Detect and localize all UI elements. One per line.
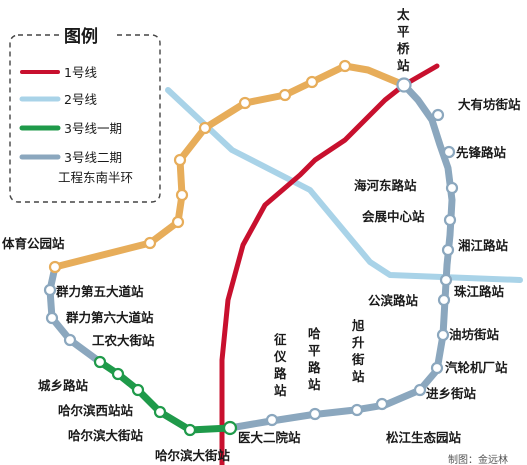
station-label-hepinglu: 哈平路站 — [308, 326, 321, 392]
station-dot[interactable] — [396, 77, 412, 93]
station-dot[interactable] — [375, 397, 389, 411]
station-dot[interactable] — [43, 283, 57, 297]
station-dot[interactable] — [143, 236, 157, 250]
station-dot[interactable] — [131, 383, 145, 397]
station-dot[interactable] — [445, 181, 459, 195]
station-dot[interactable] — [305, 75, 319, 89]
station-dot[interactable] — [48, 260, 62, 274]
station-dot[interactable] — [439, 273, 453, 287]
station-label-chengxianglu: 城乡路站 — [38, 378, 89, 393]
station-label-qunli6: 群力第六大道站 — [65, 310, 154, 325]
station-dot[interactable] — [153, 405, 167, 419]
station-label-youfangjie: 油坊街站 — [449, 327, 500, 342]
station-dot[interactable] — [173, 153, 187, 167]
station-label-xianfenglu: 先锋路站 — [456, 145, 507, 160]
station-dot[interactable] — [45, 311, 59, 325]
legend-line-2-label: 2号线 — [64, 92, 97, 107]
station-label-zhujianglu: 珠江路站 — [454, 284, 505, 299]
station-dot[interactable] — [93, 355, 107, 369]
station-dot[interactable] — [183, 423, 197, 437]
station-dot[interactable] — [443, 213, 457, 227]
legend-line-3-phase2-label: 3号线二期 — [64, 150, 122, 165]
station-dot[interactable] — [350, 403, 364, 417]
station-label-tiyugongyuan: 体育公园站 — [2, 236, 65, 251]
station-dot[interactable] — [278, 88, 292, 102]
station-dot[interactable] — [265, 413, 279, 427]
station-dot[interactable] — [413, 383, 427, 397]
station-markers — [43, 59, 459, 437]
station-dot[interactable] — [171, 215, 185, 229]
legend-line-1-label: 1号线 — [64, 65, 97, 80]
station-dot[interactable] — [431, 108, 445, 122]
station-label-huizhanzhongxin: 会展中心站 — [362, 209, 425, 224]
station-label-xushengjie: 旭升街站 — [351, 318, 365, 384]
line-3-phase2-track — [226, 81, 456, 432]
station-label-qilunjichang: 汽轮机厂站 — [445, 360, 508, 375]
station-dot[interactable] — [436, 328, 450, 342]
station-dot[interactable] — [430, 361, 444, 375]
station-dot[interactable] — [238, 96, 252, 110]
station-label-jinxiangjie: 进乡街站 — [426, 386, 477, 401]
station-label-taipingqiao: 太平桥站 — [397, 7, 410, 73]
station-dot[interactable] — [308, 407, 322, 421]
station-label-haerbinxizhan: 哈尔滨西站站 — [58, 403, 134, 418]
map-credit: 制图：金远林 — [448, 453, 508, 465]
line-1-track — [219, 63, 440, 465]
legend-title-bg — [60, 24, 116, 46]
station-dot[interactable] — [175, 188, 189, 202]
station-label-haerbindajie-south: 哈尔滨大街站 — [155, 448, 231, 463]
station-dot[interactable] — [338, 59, 352, 73]
station-dot[interactable] — [441, 243, 455, 257]
station-label-gongnongdajie: 工农大街站 — [92, 333, 155, 348]
station-dot[interactable] — [198, 121, 212, 135]
legend: 图例 1号线 2号线 3号线一期 3号线二期 工程东南半环 — [9, 24, 161, 203]
line-2-track — [165, 87, 523, 283]
station-label-yidaeryuan: 医大二院站 — [238, 430, 301, 445]
station-label-haerbindajie: 哈尔滨大街站 — [68, 428, 144, 443]
station-dot[interactable] — [63, 333, 77, 347]
station-label-xiangjianglu: 湘江路站 — [458, 238, 509, 253]
station-label-songjiangshengtaiyuan: 松江生态园站 — [386, 430, 462, 445]
station-dot[interactable] — [442, 145, 456, 159]
legend-line-3-phase2-label-2: 工程东南半环 — [58, 170, 133, 185]
station-label-text: 太平桥站 — [397, 7, 410, 73]
station-dot[interactable] — [437, 293, 451, 307]
station-dot[interactable] — [222, 420, 238, 436]
legend-title: 图例 — [64, 26, 98, 47]
station-label-zhengyilu: 征仪路站 — [273, 332, 287, 398]
station-label-qunli5: 群力第五大道站 — [55, 284, 144, 299]
legend-line-3-phase1-label: 3号线一期 — [64, 121, 122, 136]
station-label-haihedonglu: 海河东路站 — [354, 178, 417, 193]
station-label-dayoufangjie: 大有坊街站 — [458, 97, 521, 112]
station-dot[interactable] — [111, 367, 125, 381]
station-label-gongbinlu: 公滨路站 — [368, 293, 419, 308]
